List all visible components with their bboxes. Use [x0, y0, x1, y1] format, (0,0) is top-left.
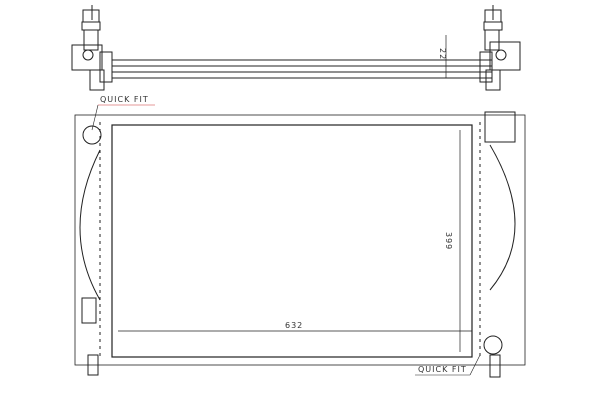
left-quick-fit-connector — [82, 125, 102, 145]
top-view — [71, 5, 521, 91]
quick-fit-label-top: QUICK FIT — [100, 95, 149, 104]
right-tank-top — [479, 5, 521, 91]
left-tank-top — [71, 5, 113, 91]
radiator-core — [111, 124, 473, 358]
width-dimension: 632 — [285, 321, 303, 330]
front-view — [74, 104, 526, 378]
thickness-dimension: 22 — [438, 48, 447, 60]
right-quick-fit-connector — [483, 335, 503, 355]
right-tank-outline — [489, 144, 516, 291]
left-tank-outline — [79, 149, 101, 301]
height-dimension: 399 — [444, 232, 453, 250]
top-core — [111, 59, 493, 79]
quick-fit-label-bottom: QUICK FIT — [418, 365, 467, 374]
